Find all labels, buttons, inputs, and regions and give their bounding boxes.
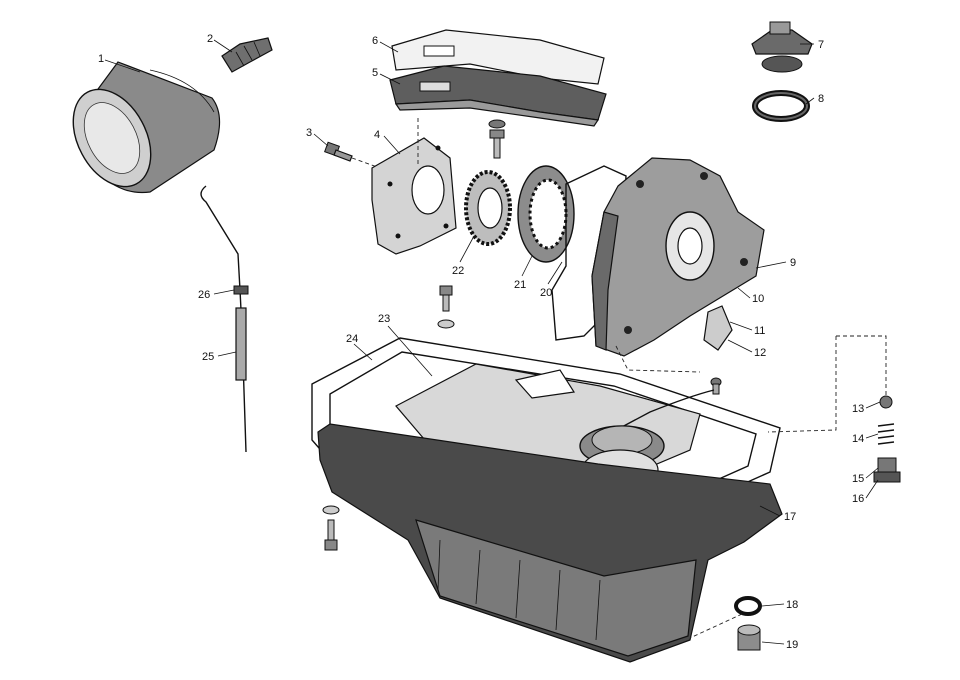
pickup-flange-drawing: [703, 305, 733, 395]
outer-gear-drawing: [517, 165, 575, 263]
leader-lines: [104, 39, 881, 645]
part-label-24: 24: [346, 333, 358, 345]
oil-pump-body-drawing: [591, 157, 765, 357]
oil-filter-drawing: [72, 61, 221, 194]
part-label-16: 16: [852, 493, 864, 505]
front-cover-plate-drawing: [371, 137, 457, 255]
filter-union-drawing: [221, 37, 273, 73]
part-label-19: 19: [786, 639, 798, 651]
part-label-8: 8: [818, 93, 824, 105]
screw-drawing: [324, 141, 381, 169]
part-label-10: 10: [752, 293, 764, 305]
part-label-18: 18: [786, 599, 798, 611]
part-label-20: 20: [540, 287, 552, 299]
part-label-11: 11: [754, 325, 765, 337]
part-label-12: 12: [754, 347, 766, 359]
filler-cap-drawing: [751, 21, 813, 73]
cap-seal-drawing: [752, 90, 810, 122]
part-label-4: 4: [374, 129, 380, 141]
part-label-9: 9: [790, 257, 796, 269]
part-label-15: 15: [852, 473, 864, 485]
oil-pan-drawing: [317, 423, 783, 663]
part-label-21: 21: [514, 279, 526, 291]
alignment-lines: [417, 118, 701, 373]
dipstick-drawing: [200, 185, 249, 453]
part-label-25: 25: [202, 351, 214, 363]
part-label-2: 2: [207, 33, 213, 45]
part-label-22: 22: [452, 265, 464, 277]
sprocket-drawing: [464, 170, 512, 246]
part-label-3: 3: [306, 127, 312, 139]
pan-bolts-drawing: [322, 285, 455, 551]
part-labels: 1 2 3 4 5 6 7 8 9 10 11 12 13 14 15 16 1…: [98, 33, 864, 651]
part-label-5: 5: [372, 67, 378, 79]
drain-plug-drawing: [689, 596, 762, 651]
part-label-17: 17: [784, 511, 796, 523]
part-label-13: 13: [852, 403, 864, 415]
part-label-1: 1: [98, 53, 104, 65]
pump-gasket-drawing: [551, 165, 627, 341]
part-label-14: 14: [852, 433, 864, 445]
part-label-7: 7: [818, 39, 824, 51]
part-label-23: 23: [378, 313, 390, 325]
cover-plates-drawing: [389, 29, 607, 127]
part-label-26: 26: [198, 289, 210, 301]
part-label-6: 6: [372, 35, 378, 47]
plate-bolt-drawing: [488, 119, 506, 159]
relief-valve-drawing: [767, 335, 901, 483]
